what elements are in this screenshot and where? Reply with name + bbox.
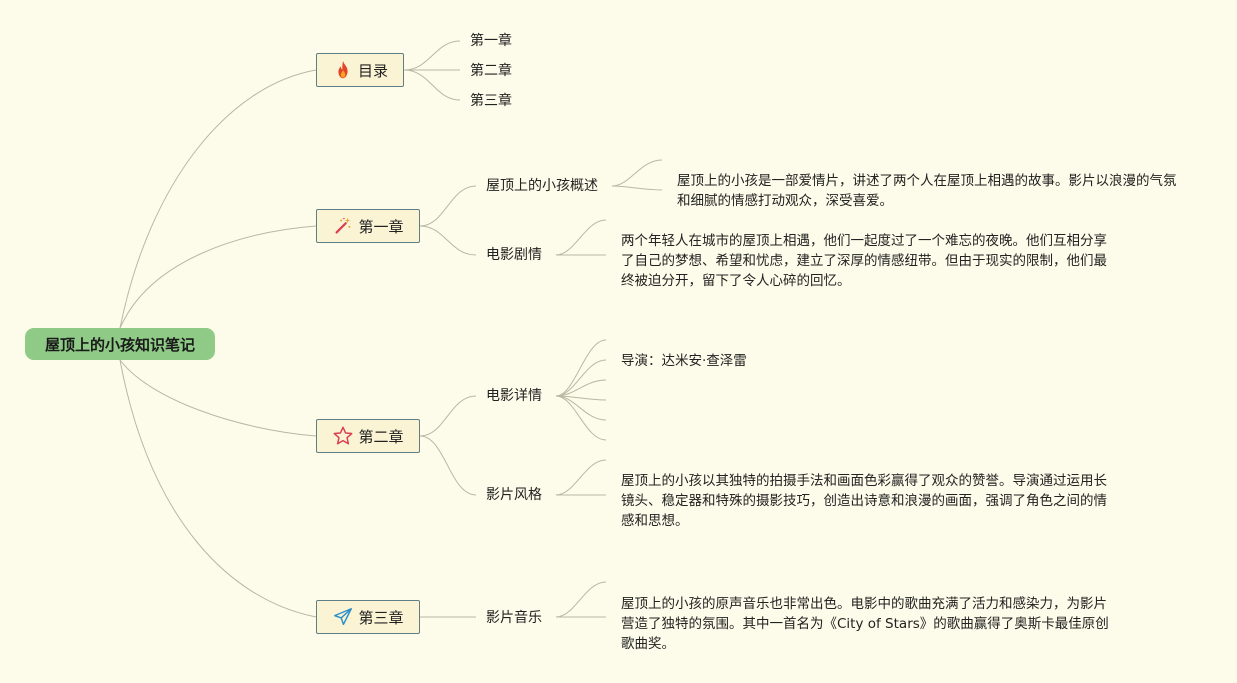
- note-style: 屋顶上的小孩以其独特的拍摄手法和画面色彩赢得了观众的赞誉。导演通过运用长镜头、稳…: [621, 473, 1107, 529]
- branch-chapter-2[interactable]: 第二章: [316, 419, 420, 453]
- toc-item-1[interactable]: 第一章: [470, 33, 512, 49]
- branch-toc-label: 目录: [357, 61, 388, 80]
- note-overview: 屋顶上的小孩是一部爱情片，讲述了两个人在屋顶上相遇的故事。影片以浪漫的气氛和细腻…: [677, 173, 1177, 209]
- topic-style[interactable]: 影片风格: [486, 487, 542, 503]
- topic-music[interactable]: 影片音乐: [486, 610, 542, 626]
- topic-overview[interactable]: 屋顶上的小孩概述: [486, 178, 598, 194]
- branch-chapter-1[interactable]: 第一章: [316, 209, 420, 243]
- note-music: 屋顶上的小孩的原声音乐也非常出色。电影中的歌曲充满了活力和感染力，为影片营造了独…: [621, 596, 1109, 652]
- details-director: 导演：达米安·查泽雷: [621, 353, 747, 369]
- fire-icon: [332, 59, 354, 81]
- branch-chapter-3[interactable]: 第三章: [316, 600, 420, 634]
- toc-item-2[interactable]: 第二章: [470, 63, 512, 79]
- branch-toc[interactable]: 目录: [316, 53, 404, 87]
- branch-chapter-1-label: 第一章: [358, 217, 404, 236]
- star-outline-icon: [332, 425, 354, 447]
- branch-chapter-3-label: 第三章: [358, 608, 404, 627]
- magic-wand-icon: [332, 215, 354, 237]
- root-title: 屋顶上的小孩知识笔记: [44, 335, 195, 354]
- root-node[interactable]: 屋顶上的小孩知识笔记: [25, 328, 215, 360]
- note-plot: 两个年轻人在城市的屋顶上相遇，他们一起度过了一个难忘的夜晚。他们互相分享了自己的…: [621, 233, 1107, 289]
- toc-item-3[interactable]: 第三章: [470, 93, 512, 109]
- paper-plane-icon: [332, 606, 354, 628]
- topic-plot[interactable]: 电影剧情: [486, 247, 542, 263]
- branch-chapter-2-label: 第二章: [358, 427, 404, 446]
- topic-details[interactable]: 电影详情: [486, 388, 542, 404]
